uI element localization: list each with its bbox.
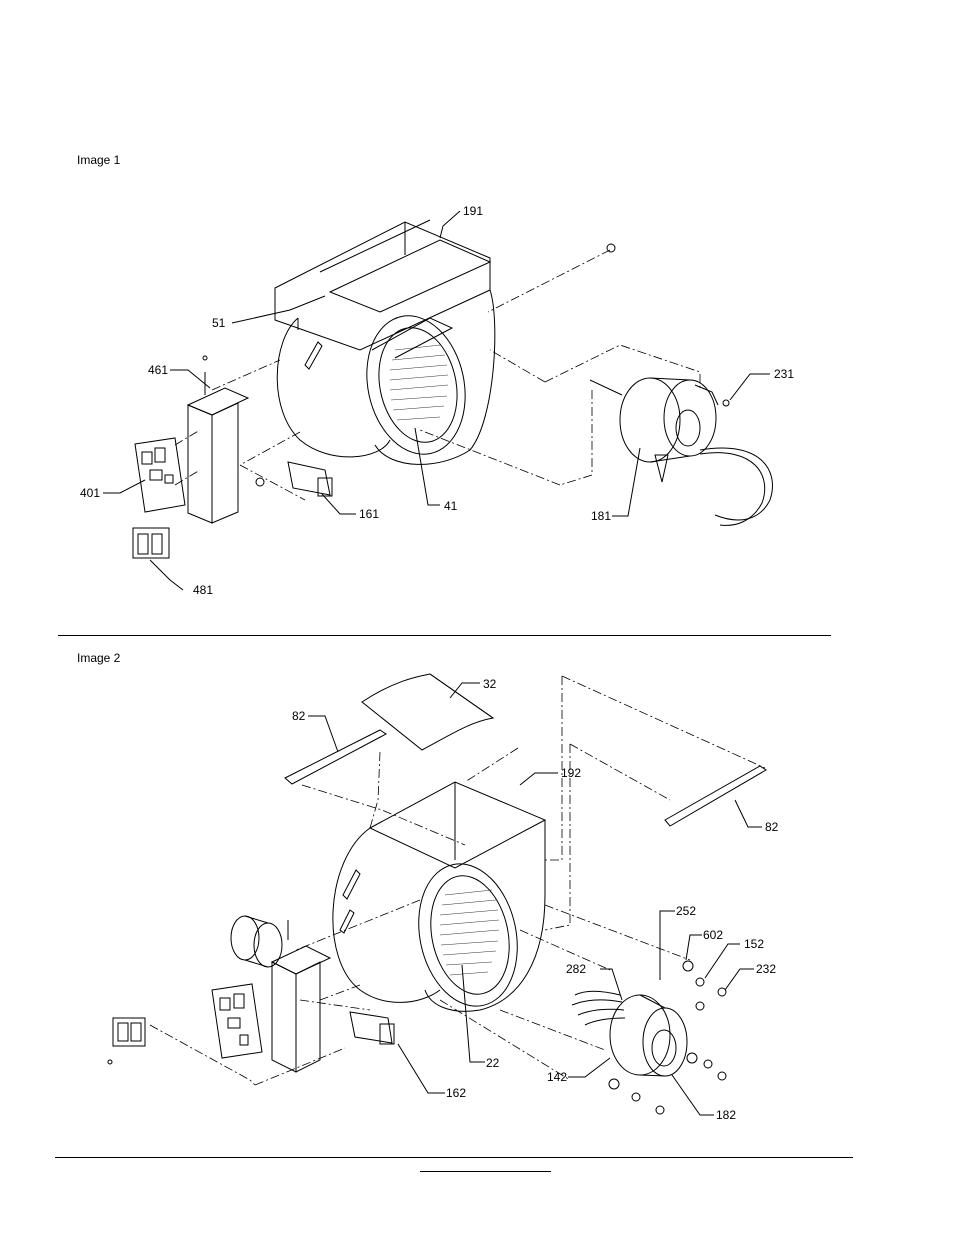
rail-left-2 [284, 729, 387, 785]
blower-motor-2 [571, 960, 727, 1115]
callout-152: 152 [744, 937, 764, 951]
callout-461: 461 [148, 363, 168, 377]
blower-housing-2 [332, 781, 547, 1012]
callout-401: 401 [80, 486, 100, 500]
relay-1 [132, 527, 170, 559]
callout-181: 181 [591, 509, 611, 523]
blower-motor-1 [589, 243, 773, 526]
callout-182: 182 [716, 1108, 736, 1122]
callout-282: 282 [566, 962, 586, 976]
capacitor-2 [349, 1011, 395, 1045]
top-panel-2 [361, 673, 495, 751]
callout-481: 481 [193, 583, 213, 597]
callout-82-right: 82 [765, 820, 779, 834]
control-bracket-1 [186, 355, 250, 524]
relay-2 [107, 1017, 146, 1065]
callout-252: 252 [676, 904, 696, 918]
capacitor-1 [287, 461, 333, 497]
rail-right-2 [664, 765, 767, 827]
callout-51: 51 [212, 316, 226, 330]
control-board-2 [211, 983, 263, 1059]
callout-602: 602 [703, 928, 723, 942]
callout-22: 22 [486, 1056, 500, 1070]
image-2-label: Image 2 [77, 651, 121, 665]
callout-142: 142 [547, 1070, 567, 1084]
callout-161: 161 [359, 507, 379, 521]
callout-191: 191 [463, 204, 483, 218]
footer-rule [55, 1157, 853, 1158]
blower-housing-1 [274, 219, 496, 465]
callout-231: 231 [774, 367, 794, 381]
callout-32: 32 [483, 677, 497, 691]
callout-82-left: 82 [292, 709, 306, 723]
cylinder-2 [230, 915, 283, 968]
callout-192: 192 [561, 766, 581, 780]
control-bracket-2 [270, 920, 332, 1073]
callout-41: 41 [444, 499, 458, 513]
callout-232: 232 [756, 962, 776, 976]
section-divider [58, 635, 831, 636]
control-board-1 [134, 437, 186, 513]
image-1-drawing [103, 210, 773, 591]
footer-short-rule [420, 1171, 551, 1172]
callout-162: 162 [446, 1086, 466, 1100]
image-1-label: Image 1 [77, 153, 121, 167]
image-2-drawing [107, 673, 767, 1116]
